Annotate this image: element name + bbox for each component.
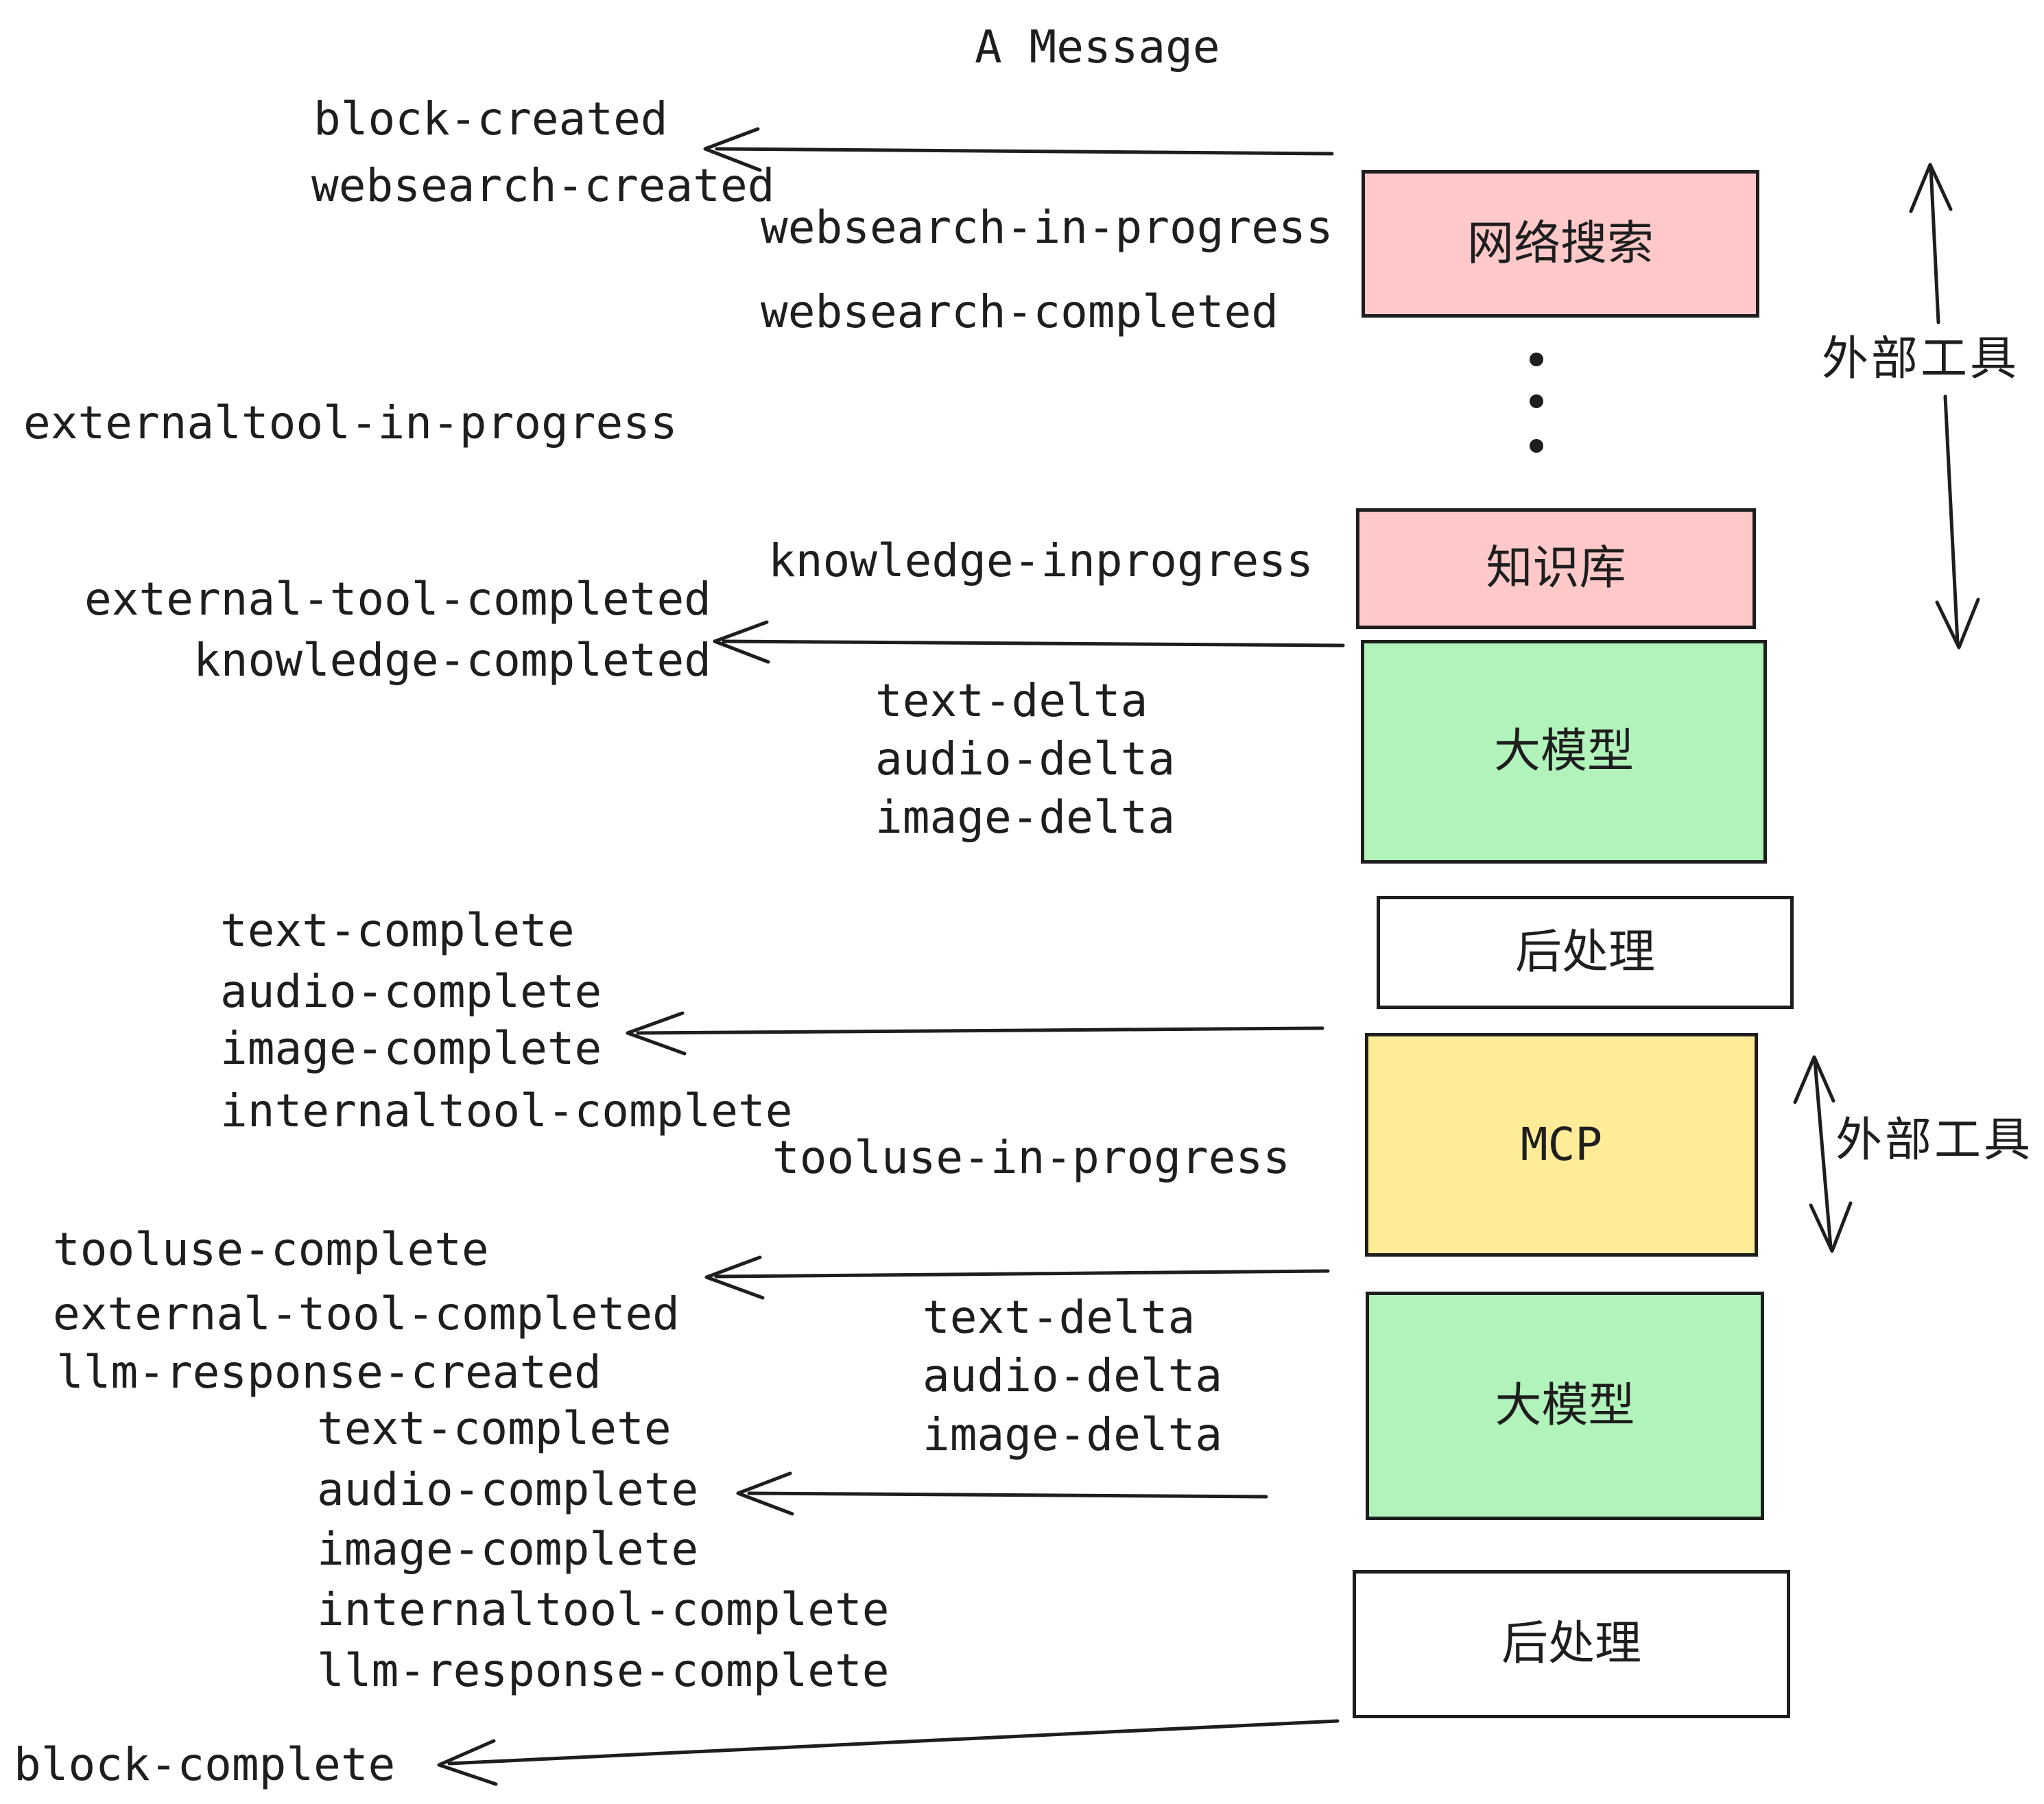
arrow-knowledge-completed <box>713 620 1345 664</box>
ellipsis-dot <box>1530 394 1543 408</box>
event-label-internaltool-complete-1: internaltool-complete <box>220 1084 793 1137</box>
event-label-text-complete-2: text-complete <box>317 1402 672 1455</box>
event-label-external-tool-completed-2: external-tool-completed <box>53 1287 680 1340</box>
external-tools-label-bottom: 外部工具 <box>1835 1113 2034 1167</box>
event-label-image-complete-1: image-complete <box>220 1022 602 1075</box>
arrow-block-complete <box>437 1719 1340 1786</box>
event-label-image-delta-2: image-delta <box>923 1408 1223 1461</box>
node-postprocess-2-label: 后处理 <box>1501 1617 1641 1671</box>
ellipsis-dot <box>1530 353 1543 366</box>
event-label-audio-complete-1: audio-complete <box>220 965 602 1018</box>
ellipsis-dot <box>1530 439 1543 453</box>
event-label-text-delta-2: text-delta <box>923 1291 1196 1344</box>
node-knowledge: 知识库 <box>1356 508 1756 629</box>
node-llm-1: 大模型 <box>1361 640 1767 864</box>
node-knowledge-label: 知识库 <box>1486 541 1626 595</box>
arrow-audio-complete <box>736 1471 1268 1516</box>
event-label-knowledge-completed: knowledge-completed <box>193 634 711 687</box>
node-mcp-label: MCP <box>1520 1118 1603 1171</box>
external-tools-range-arrow-bottom <box>1793 1055 1853 1253</box>
node-websearch: 网络搜索 <box>1362 170 1759 318</box>
event-label-text-complete-1: text-complete <box>220 904 575 957</box>
event-label-external-tool-completed: external-tool-completed <box>84 573 711 626</box>
node-postprocess-1-label: 后处理 <box>1514 925 1655 980</box>
diagram-title: A Message <box>975 21 1220 73</box>
event-label-audio-delta-2: audio-delta <box>923 1349 1223 1402</box>
event-label-llm-response-complete: llm-response-complete <box>317 1644 890 1697</box>
node-postprocess-2: 后处理 <box>1353 1570 1790 1718</box>
event-label-websearch-created: websearch-created <box>311 159 775 212</box>
event-label-tooluse-complete: tooluse-complete <box>53 1223 489 1276</box>
event-label-tooluse-in-progress: tooluse-in-progress <box>772 1131 1290 1184</box>
event-label-externaltool-in-progress: externaltool-in-progress <box>23 396 678 449</box>
node-websearch-label: 网络搜索 <box>1466 216 1654 271</box>
external-tools-range-arrow-top <box>1909 163 1980 650</box>
event-label-image-delta-1: image-delta <box>875 791 1176 844</box>
event-label-image-complete-2: image-complete <box>317 1523 699 1576</box>
arrow-block-created <box>703 127 1334 172</box>
event-label-audio-complete-2: audio-complete <box>317 1463 699 1516</box>
external-tools-label-top: 外部工具 <box>1822 332 2020 386</box>
event-label-internaltool-complete-2: internaltool-complete <box>317 1583 890 1636</box>
event-label-knowledge-inprogress: knowledge-inprogress <box>768 534 1314 587</box>
event-label-text-delta-1: text-delta <box>875 674 1148 727</box>
event-label-llm-response-created: llm-response-created <box>56 1346 602 1399</box>
node-postprocess-1: 后处理 <box>1377 896 1794 1009</box>
arrow-image-complete <box>626 1011 1324 1056</box>
event-label-audio-delta-1: audio-delta <box>875 733 1176 785</box>
node-llm-2: 大模型 <box>1366 1292 1764 1520</box>
arrow-tooluse-complete <box>704 1255 1330 1300</box>
event-label-websearch-completed: websearch-completed <box>761 285 1279 338</box>
node-mcp: MCP <box>1365 1033 1758 1257</box>
event-label-websearch-in-progress: websearch-in-progress <box>761 201 1333 254</box>
node-llm-2-label: 大模型 <box>1495 1378 1635 1433</box>
event-label-block-created: block-created <box>313 93 668 145</box>
node-llm-1-label: 大模型 <box>1493 724 1634 779</box>
event-label-block-complete: block-complete <box>14 1738 396 1791</box>
